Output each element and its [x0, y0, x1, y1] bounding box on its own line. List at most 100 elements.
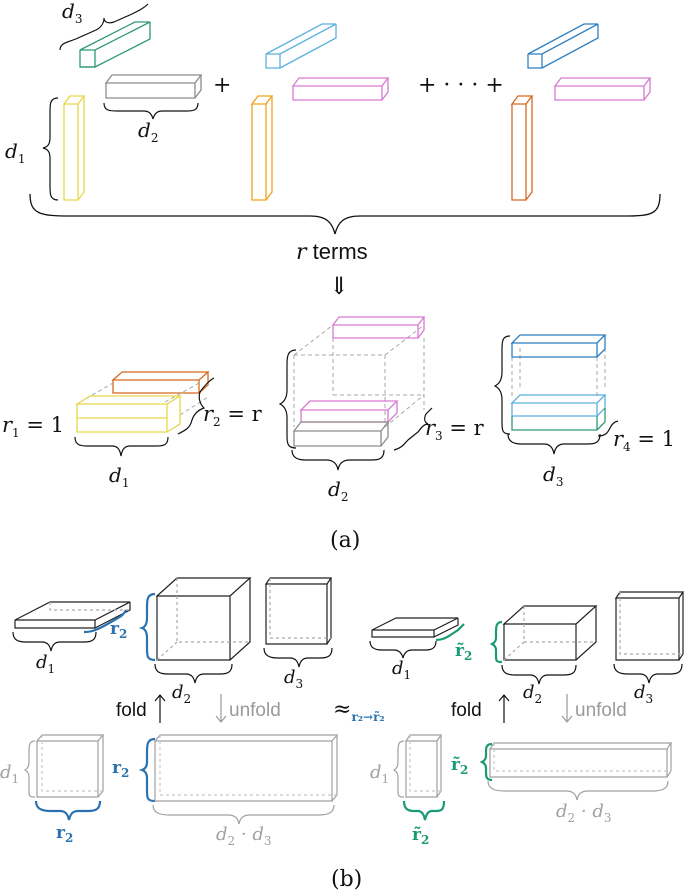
brace-r2-core2: [278, 349, 297, 449]
label-d2-top: d2: [138, 118, 158, 145]
b-right-fold-label: fold: [451, 700, 482, 721]
core-2-group: [278, 316, 433, 471]
b-right-flat-slab: [371, 617, 459, 638]
label-d2-bottom: d2: [328, 477, 348, 504]
yellow-bar: [62, 95, 86, 201]
core1-yellow-slab: [74, 395, 183, 433]
b-left-brace-r2-slab: [83, 609, 127, 634]
blue-bar: [527, 23, 599, 69]
b-left-label-r2-slab: r2: [110, 619, 127, 641]
b-left-square: [264, 577, 333, 645]
label-d3-bottom: d3: [543, 462, 563, 489]
b-left-unfolded-label-d1: d1: [0, 762, 19, 786]
brace-d3-top: [59, 3, 149, 51]
b-left-label-d3: d3: [284, 667, 303, 691]
b-left-brace-d1: [12, 631, 97, 652]
label-d1-bottom: d1: [109, 463, 129, 490]
implies-arrow: ⇓: [329, 272, 349, 300]
core2-pink-top: [331, 316, 426, 339]
b-right-label-d1: d1: [392, 658, 411, 682]
gray-bar: [104, 74, 203, 99]
label-r3: r3 = r: [425, 416, 485, 443]
core-3-group: [493, 334, 619, 455]
b-left-brace-d2: [154, 663, 233, 684]
b-right-label-r2-slab: r̃2: [455, 641, 472, 663]
plus-sign-1: +: [213, 73, 231, 98]
b-left-unfolded-brace-d2d3: [152, 804, 335, 825]
b-left-label-d2: d2: [172, 682, 191, 706]
brace-d2-core2: [291, 449, 385, 471]
b-right-unfold-label: unfold: [575, 700, 627, 721]
b-left-fold-arrow: [154, 694, 166, 723]
light-blue-bar: [265, 23, 337, 69]
b-right-brace-d3: [613, 663, 683, 684]
brace-d3-core3: [507, 433, 601, 455]
label-d3-top: d3: [62, 0, 82, 26]
brace-r3-core2: [393, 407, 433, 451]
b-right-unfolded-column: [404, 734, 443, 798]
orange-bar-dark: [510, 95, 534, 201]
caption-a: (a): [330, 528, 360, 553]
term-2-group: [250, 23, 390, 201]
b-right-brace-r2-cube: [489, 620, 503, 664]
b-right-unfolded-brace-r2: [402, 800, 446, 821]
b-right-unfold-arrow: [561, 694, 573, 723]
brace-r4-core3: [597, 420, 619, 437]
b-left-unfold-arrow: [215, 694, 227, 723]
brace-r-terms: [29, 193, 661, 235]
label-r2: r2 = r: [203, 402, 263, 429]
core2-dashed-cube: [293, 324, 425, 428]
b-left-brace-d3: [263, 647, 333, 668]
green-bar: [79, 21, 151, 68]
approx-sign: ≈r₂→r̃₂: [333, 697, 385, 724]
b-right-unfolded-label-d2d3: d2 · d3: [556, 801, 612, 825]
b-right-unfolded-label-r2: r̃2: [412, 825, 429, 847]
caption-b: (b): [331, 867, 362, 892]
label-r-terms: r terms: [296, 239, 368, 265]
core3-green-bottom: [511, 408, 606, 431]
b-left-unfold-label: unfold: [229, 700, 281, 721]
b-right-label-d2: d2: [523, 682, 542, 706]
b-left-unfolded-label-r2: r2: [56, 823, 73, 845]
b-right-brace-r2-slab: [435, 623, 465, 642]
core1-orange-bar: [111, 371, 210, 394]
b-right-label-d3: d3: [634, 682, 653, 706]
brace-r2-core1: [177, 377, 215, 435]
b-right-unfolded-matrix: [488, 742, 673, 778]
core3-blue-top: [510, 334, 607, 358]
core3-light-blue: [510, 394, 607, 417]
b-left-cube: [155, 577, 252, 661]
pink-bar-r: [553, 77, 652, 101]
pink-bar-top: [291, 77, 390, 101]
core2-gray-bottom: [292, 421, 390, 447]
b-left-unfolded-square: [35, 734, 105, 798]
b-right-unfolded-brace-d2d3: [487, 780, 669, 801]
b-left-label-d1: d1: [36, 652, 55, 676]
part-b-left: d1 r2 d2 d3 fold unfold: [0, 577, 339, 848]
b-left-unfolded-brace-d1: [23, 740, 36, 798]
label-d1-left: d1: [5, 139, 25, 166]
part-b-right: d1 r̃2 d2 d3 fold unfold: [369, 591, 685, 847]
orange-bar-light: [250, 95, 274, 201]
term-r-group: [510, 23, 652, 201]
b-right-unfolded-brace-d1: [392, 740, 405, 798]
b-right-unfolded-brace-r2-matrix: [479, 742, 493, 782]
b-right-square: [614, 591, 685, 661]
brace-d1-core1: [74, 436, 169, 457]
b-left-unfolded-label-d2d3: d2 · d3: [216, 824, 272, 848]
b-left-fold-label: fold: [116, 700, 147, 721]
core2-pink-lower: [299, 400, 399, 423]
brace-d1-left: [42, 97, 59, 201]
b-right-fold-arrow: [498, 694, 510, 723]
b-right-brace-d1: [369, 640, 437, 659]
b-right-cube: [502, 605, 598, 661]
b-left-unfolded-brace-r2: [34, 800, 102, 821]
core3-dashed-guides: [511, 348, 606, 398]
term-1-group: d3 d2 d1: [5, 0, 203, 201]
b-right-brace-d2: [501, 664, 577, 685]
b-left-unfolded-label-r2-matrix: r2: [112, 758, 129, 780]
b-left-unfolded-matrix: [153, 734, 339, 802]
label-r4: r4 = 1: [613, 427, 675, 454]
plus-dots: + · · · +: [418, 73, 504, 98]
